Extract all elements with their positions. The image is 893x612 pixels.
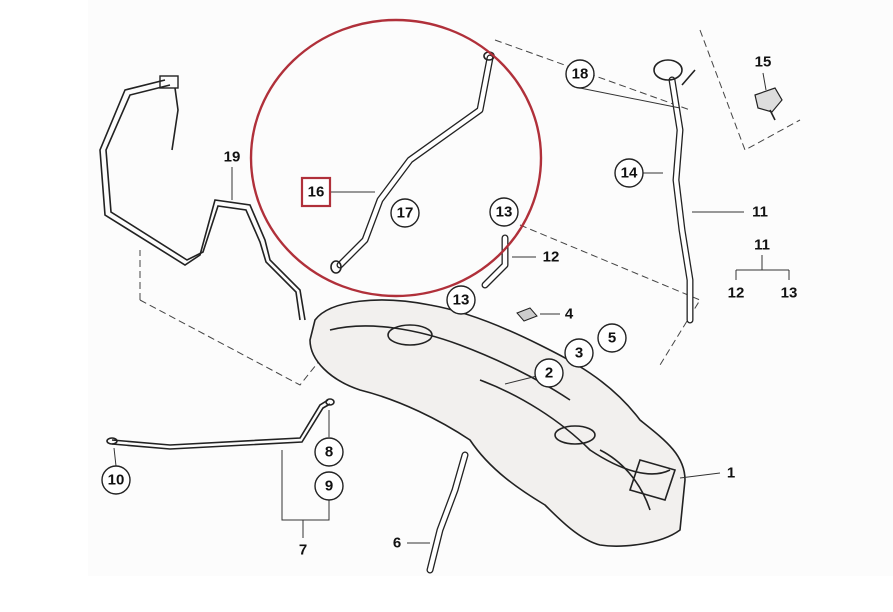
leader-lines (113, 72, 790, 544)
diagram-background (88, 0, 893, 576)
callout-3[interactable]: 3 (564, 338, 594, 368)
callout-label: 10 (108, 472, 125, 489)
callout-label: 18 (572, 66, 589, 83)
hose-6 (426, 451, 469, 574)
filler-pipe-11 (653, 59, 696, 324)
callout-12[interactable]: 12 (543, 249, 560, 266)
callout-2[interactable]: 2 (534, 358, 564, 388)
callout-label: 13 (496, 204, 513, 221)
callout-16-selected[interactable]: 16 (300, 176, 332, 208)
cap-15 (754, 87, 783, 121)
callout-15[interactable]: 15 (755, 54, 772, 71)
callout-19[interactable]: 19 (224, 149, 241, 166)
callout-label: 3 (575, 345, 583, 362)
vent-line-19 (99, 75, 306, 321)
callout-label: 17 (397, 205, 414, 222)
seal-4 (516, 307, 538, 322)
callout-9[interactable]: 9 (314, 471, 344, 501)
hose-12 (481, 234, 509, 289)
bracket-line-7 (106, 398, 335, 450)
callout-label: 2 (545, 365, 553, 382)
callout-11-group[interactable]: 11 (754, 237, 770, 254)
callout-8[interactable]: 8 (314, 437, 344, 467)
callout-12-sub[interactable]: 12 (728, 285, 745, 302)
callout-label: 14 (621, 165, 638, 182)
callout-17[interactable]: 17 (390, 198, 420, 228)
callout-13[interactable]: 13 (489, 197, 519, 227)
callout-label: 5 (608, 330, 616, 347)
breather-line-16 (330, 51, 495, 274)
callout-label: 8 (325, 444, 333, 461)
callout-label: 9 (325, 478, 333, 495)
callout-10[interactable]: 10 (101, 465, 131, 495)
callout-6[interactable]: 6 (393, 535, 401, 552)
highlight-circle (249, 18, 543, 298)
callout-11[interactable]: 11 (752, 204, 768, 221)
callout-18[interactable]: 18 (565, 59, 595, 89)
callout-1[interactable]: 1 (727, 465, 735, 482)
callout-7[interactable]: 7 (299, 542, 307, 559)
callout-label: 13 (453, 292, 470, 309)
callout-5[interactable]: 5 (597, 323, 627, 353)
callout-label: 16 (308, 184, 325, 201)
callout-13-lower[interactable]: 13 (446, 285, 476, 315)
callout-14[interactable]: 14 (614, 158, 644, 188)
callout-4[interactable]: 4 (565, 306, 574, 323)
callout-13-sub[interactable]: 13 (781, 285, 798, 302)
